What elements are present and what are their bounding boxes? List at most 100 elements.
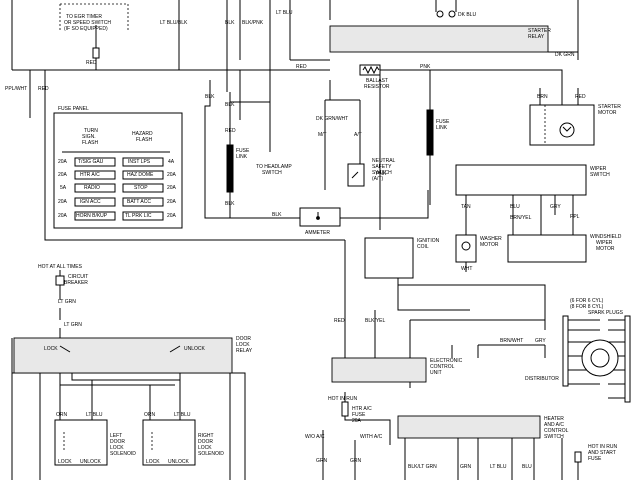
wht-label: WHT [461,266,472,272]
wiper-switch-label-2: SWITCH [590,172,610,178]
lt-blu-h-label: LT BLU [490,464,507,470]
left-sol-label-1: LEFT [110,433,122,439]
gry-label: GRY [550,204,561,210]
blu-h-label: BLU [522,464,532,470]
blk-lt-grn-label: BLK/LT GRN [408,464,437,470]
fuse-panel-label: FUSE PANEL [58,106,89,112]
htr-fuse-label-1: HTR A/C [352,406,372,412]
fuse-amp-right: 20A [167,172,177,178]
fuse-name-left: HORN B/KUP [76,213,108,219]
tan-label: TAN [461,204,471,210]
wiper-switch-box [455,164,587,196]
pnk-right-label: PNK [376,171,387,177]
turn-flash-label-2: SIGN. [82,134,96,140]
ballast-label-1: BALLAST [366,78,388,84]
fuse-link-right-label-1: FUSE [436,119,450,125]
ignition-coil-label-1: IGNITION [417,238,440,244]
dk-grn-wht-label: DK GRN/WHT [316,116,348,122]
hot-run-start-label-1: HOT IN RUN [588,444,617,450]
htr-fuse-label-3: 20A [352,418,362,424]
red-left-label: RED [38,86,49,92]
left-solenoid-box [54,419,108,466]
lock-sl-label: LOCK [58,459,72,465]
red-fuse-label: RED [225,128,236,134]
starter-relay-label-2: RELAY [528,34,545,40]
hot-run-start-label-3: FUSE [588,456,602,462]
lock-left-label: LOCK [44,346,58,352]
right-sol-label-4: SOLENOID [198,451,224,457]
fuse-name-right: STOP [134,185,148,191]
brn-yel-label: BRN/YEL [510,215,532,221]
ammeter-box [299,207,341,227]
orn-l-label: ORN [56,412,68,418]
red-ecu-label: RED [334,318,345,324]
hot-run-start-label-2: AND START [588,450,616,456]
ecu-label-2: CONTROL [430,364,455,370]
spark-plugs-label-1: (6 FOR 6 CYL) [570,298,604,304]
fuse-name-right: INST LPS [128,159,151,165]
labels: TO EGR TIMER OR SPEED SWITCH (IF SO EQUI… [5,10,624,470]
right-sol-label-2: DOOR [198,439,213,445]
egr-label-2: OR SPEED SWITCH [64,20,111,26]
lt-grn-b-label: LT GRN [64,322,82,328]
ecu-label-3: UNIT [430,370,442,376]
fuse-name-right: HAZ DOME [127,172,154,178]
brn-wht-label: BRN/WHT [500,338,523,344]
components [13,0,631,466]
fuse-amp-left: 5A [60,185,67,191]
ecu-label-1: ELECTRONIC [430,358,463,364]
ignition-coil-label-2: COIL [417,244,429,250]
at-label: A/T [354,132,362,138]
neutral-label-1: NEUTRAL [372,158,396,164]
hazard-flash-label-2: FLASH [136,137,153,143]
wires [11,0,625,480]
headlamp-label-1: TO HEADLAMP [256,164,292,170]
unlock-sl-label: UNLOCK [80,459,102,465]
right-sol-label-3: LOCK [198,445,212,451]
left-sol-label-3: LOCK [110,445,124,451]
ammeter-label: AMMETER [305,230,330,236]
fuse-name-left: IGN ACC [80,199,101,205]
fuse-amp-left: 20A [58,172,68,178]
egr-label-1: TO EGR TIMER [66,14,102,20]
red-mid-label: RED [296,64,307,70]
htr-fuse-box [341,401,349,417]
heater-switch-box [397,415,541,439]
fuse-amp-right: 20A [167,199,177,205]
fuse-amp-right: 4A [168,159,175,165]
orn-r-label: ORN [144,412,156,418]
heater-switch-label-2: AND A/C [544,422,564,428]
fuse-name-left: T/SIG GAU [78,159,104,165]
gry-ecu-label: GRY [535,338,546,344]
windshield-label-1: WINDSHIELD [590,234,622,240]
ppl-label: PPL [570,214,580,220]
fuse-name-right: TL PRK LIC [125,213,152,219]
circuit-breaker-label-2: BREAKER [64,280,88,286]
washer-motor-label-2: MOTOR [480,242,499,248]
fuse-amp-right: 20A [167,185,177,191]
starter-relay-label-1: STARTER [528,28,551,34]
ecu-box [331,357,427,383]
grn-c-label: GRN [460,464,472,470]
left-sol-label-4: SOLENOID [110,451,136,457]
fuse-name-left: HTR A/C [80,172,100,178]
htr-fuse-label-2: FUSE [352,412,366,418]
fuse-link-left [226,144,234,193]
brn-start-label: BRN [537,94,548,100]
grn-b-label: GRN [350,458,362,464]
washer-motor-label-1: WASHER [480,236,502,242]
mt-label: M/T [318,132,327,138]
lt-blu-l-label: LT BLU [86,412,103,418]
left-sol-label-2: DOOR [110,439,125,445]
blk-yel-label: BLK/YEL [365,318,386,324]
headlamp-label-2: SWITCH [262,170,282,176]
blk-pnk-label: BLK/PNK [242,20,264,26]
starter-relay-box [329,25,549,53]
turn-flash-label-1: TURN [84,128,98,134]
hot-all-times-label: HOT AT ALL TIMES [38,264,83,270]
egr-label-3: (IF SO EQUIPPED) [64,26,108,32]
hazard-flash-label-1: HAZARD [132,131,153,137]
circuit-breaker-box [55,275,65,286]
red-top-label: RED [86,60,97,66]
right-solenoid-box [142,419,196,466]
